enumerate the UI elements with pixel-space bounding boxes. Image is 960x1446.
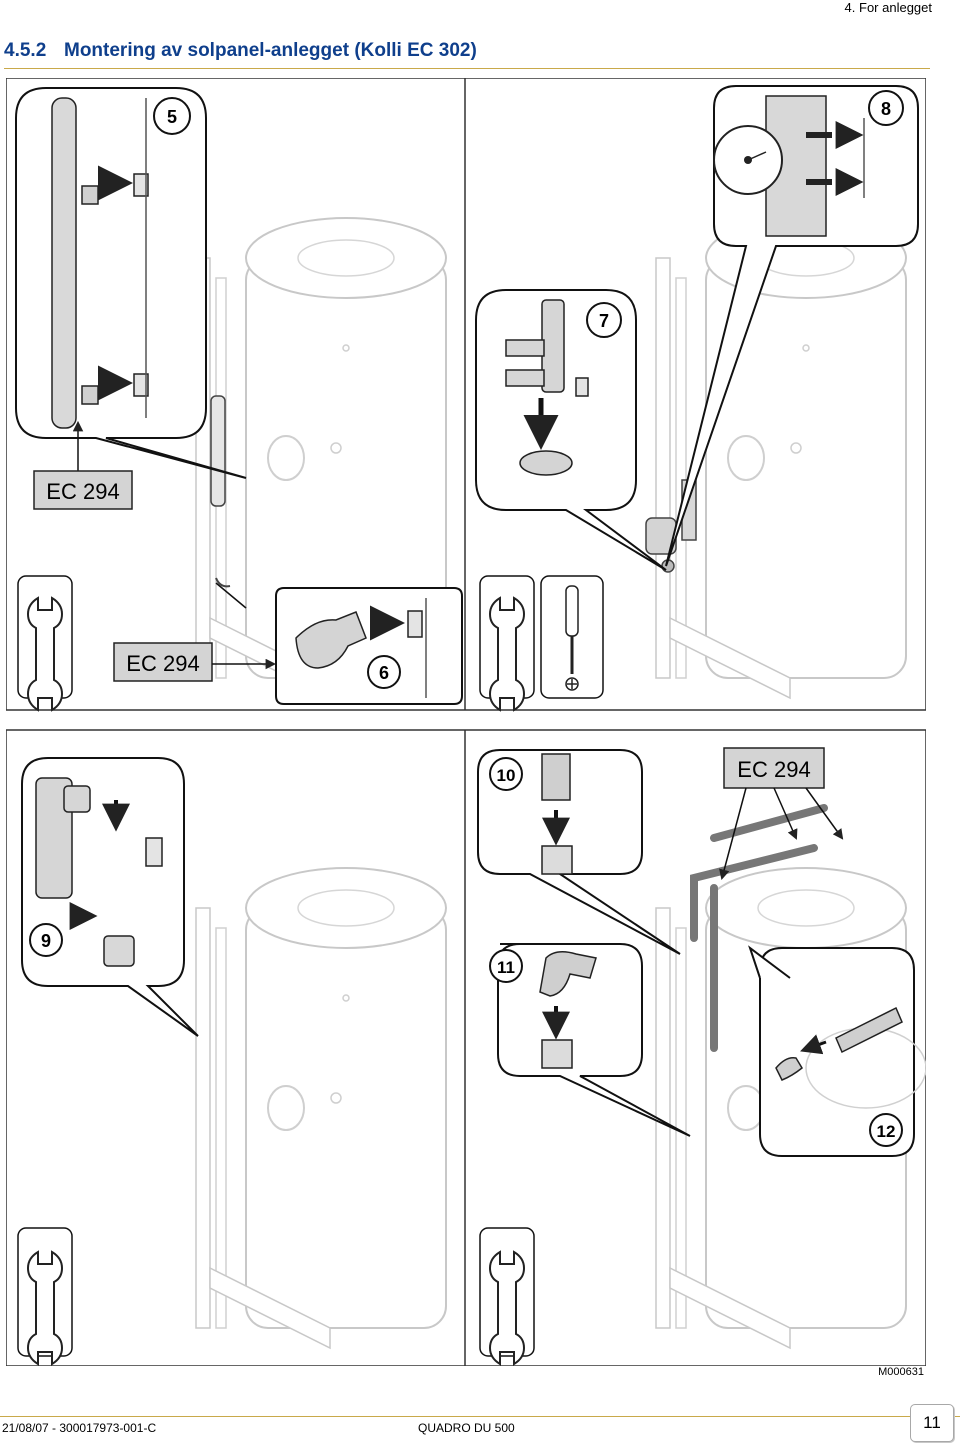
section-title-row: 4.5.2 Montering av solpanel-anlegget (Kol…	[4, 40, 477, 62]
panel-bottom	[6, 729, 926, 1366]
figure-code: M000631	[878, 1366, 924, 1378]
detail-bubble-10: 10	[477, 749, 681, 955]
tool-wrench-bottom-left	[17, 1227, 73, 1365]
step-9-label: 9	[41, 931, 51, 951]
detail-bubble-6: 6	[215, 582, 463, 705]
footer-date-reference: 21/08/07 - 300017973-001-C	[2, 1421, 157, 1435]
step-10-label: 10	[497, 766, 516, 785]
detail-bubble-11: 11	[489, 943, 691, 1137]
tool-wrench-top-right	[479, 575, 535, 711]
tank-illustration-bottom-left	[245, 867, 447, 1329]
ec294-top-label: EC 294	[46, 479, 119, 504]
detail-bubble-12: 12	[748, 945, 926, 1157]
step-8-label: 8	[881, 99, 891, 119]
page-number: 11	[923, 1413, 941, 1432]
chapter-header: 4. For anlegget	[844, 0, 932, 15]
page-number-badge: 11	[910, 1404, 954, 1442]
tool-wrench-top-left	[17, 575, 73, 711]
detail-bubble-8: 8	[665, 85, 919, 567]
section-number: 4.5.2	[4, 40, 47, 61]
callout-ec294-top: EC 294	[33, 470, 133, 510]
step-7-label: 7	[599, 311, 609, 331]
step-11-label: 11	[497, 958, 515, 977]
step-5-label: 5	[167, 107, 177, 127]
footer-product: QUADRO DU 500	[418, 1421, 515, 1435]
step-12-label: 12	[877, 1122, 896, 1141]
callout-ec294-bottom-right: EC 294	[719, 747, 844, 881]
footer-rule	[0, 1416, 960, 1417]
panel-top	[6, 78, 926, 711]
tool-screwdriver	[540, 575, 604, 699]
callout-ec294-bottom-left: EC 294	[113, 642, 277, 682]
detail-bubble-9: 9	[21, 757, 199, 1037]
ec294-bottom-left-label: EC 294	[126, 651, 199, 676]
ec294-bottom-right-label: EC 294	[737, 757, 810, 782]
tool-wrench-bottom-right	[479, 1227, 535, 1365]
installation-figure: 5 EC 294 EC 294 6	[6, 78, 926, 1366]
title-rule	[4, 68, 930, 69]
detail-bubble-5: 5	[15, 87, 247, 479]
section-title: Montering av solpanel-anlegget (Kolli EC…	[64, 40, 477, 61]
detail-bubble-7: 7	[475, 289, 667, 571]
step-6-label: 6	[379, 663, 389, 683]
